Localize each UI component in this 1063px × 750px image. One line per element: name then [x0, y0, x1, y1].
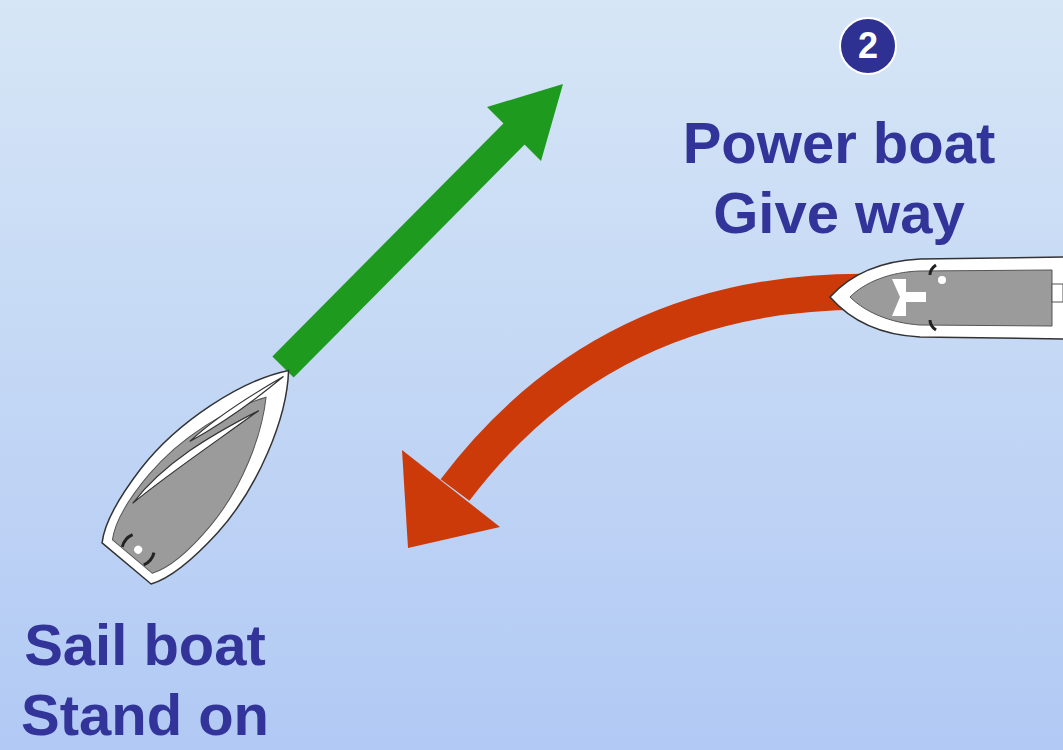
helm-dot	[938, 276, 946, 284]
power-boat	[830, 257, 1063, 339]
sail-boat	[88, 338, 327, 595]
arrow-shaft	[283, 132, 516, 367]
deck	[102, 372, 297, 583]
callout-number: 2	[838, 16, 898, 76]
helm	[930, 265, 936, 330]
hull	[88, 338, 327, 595]
hull	[830, 257, 1063, 339]
windshield	[892, 279, 926, 316]
boat-label: Power boat Give way	[659, 108, 1019, 248]
helm	[121, 533, 156, 566]
arrow-head	[402, 450, 500, 548]
arrow-head	[487, 84, 563, 161]
stern-light	[1052, 284, 1063, 302]
deck	[850, 270, 1052, 326]
boat-label: Sail boat Stand on	[0, 610, 290, 750]
arrow-shaft	[455, 292, 880, 490]
main-sail	[133, 387, 259, 527]
course-arrow	[283, 84, 563, 367]
turn-arrow	[402, 292, 880, 548]
helm-dot	[133, 544, 144, 555]
